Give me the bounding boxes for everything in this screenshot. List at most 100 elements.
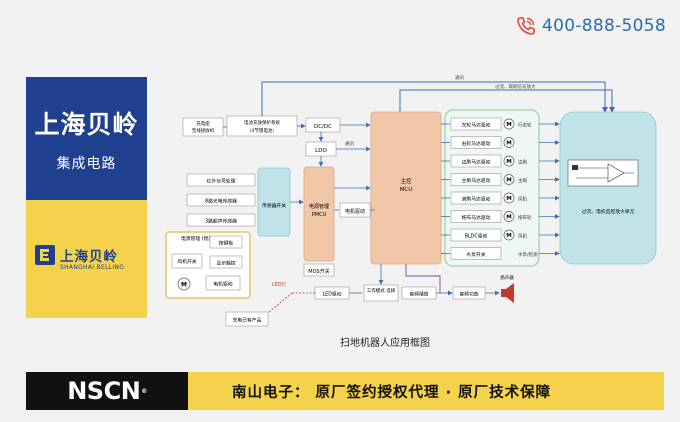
motor-symbol: M <box>506 141 511 147</box>
box-motor-driver <box>450 191 502 205</box>
motor-symbol: M <box>506 215 511 221</box>
label-motor-driver: BLDC驱动 <box>465 233 488 240</box>
label-motor-tag: 拖布轮 <box>518 214 532 221</box>
motor-icon <box>503 211 515 222</box>
motor-symbol: M <box>506 178 511 184</box>
label-motor-tag: 风机 <box>518 196 527 203</box>
label-motor-driver: 边刷马达驱动 <box>462 159 491 166</box>
label-pmcu: PMCU <box>312 212 327 218</box>
box-display <box>209 255 243 269</box>
brand-panel: 上海贝岭 集成电路 <box>26 77 147 200</box>
label-motor-tag: 水泵/检测 <box>518 251 538 258</box>
label-motor-driver: 主刷马达驱动 <box>462 177 491 184</box>
nscn-logo: NSCN® <box>26 372 188 410</box>
label-power-mgmt: 电源管理 <box>309 203 329 210</box>
label-sensor-ultra: 3路超声传感器 <box>205 218 237 225</box>
phone-contact[interactable]: 400-888-5058 <box>516 16 666 36</box>
label-mcu-main: 主控 <box>400 177 412 185</box>
diagram-caption: 扫地机器人应用框图 <box>340 338 430 349</box>
label-battery-detect: 充电已有产品 <box>233 317 262 324</box>
motor-fan-icon <box>177 277 191 291</box>
label-sensor-hub: 传感器开关 <box>262 202 286 209</box>
label-mcu-sub: MCU <box>400 187 413 193</box>
logo-text-cn: 上海贝岭 <box>60 249 118 265</box>
box-mos <box>303 263 335 277</box>
brand-logo-panel: 上海贝岭 SHANGHAI BELLING <box>26 200 147 318</box>
box-motor-driver <box>450 154 502 168</box>
label-comm: 通讯 <box>345 140 354 147</box>
label-display: 显示触控 <box>216 260 235 267</box>
label-battery-protect: 电池充放保护系统 <box>244 119 280 126</box>
box-sensor-ultra <box>186 213 256 227</box>
motor-icon <box>503 118 515 130</box>
label-right-amp: 过流、电机监控放大单元 <box>582 208 635 215</box>
label-battery-sub: （4节锂电池） <box>247 127 277 134</box>
box-work-mode <box>363 284 399 302</box>
footer-banner: NSCN® 南山电子： 原厂签约授权代理 · 原厂技术保障 <box>26 372 664 410</box>
label-motor-tag: 边刷 <box>518 159 527 166</box>
speaker-icon <box>501 283 514 303</box>
box-battery-detect <box>225 311 269 327</box>
nscn-reg-mark: ® <box>141 387 147 395</box>
label-fan-module: 风机开关 <box>177 258 196 265</box>
motor-icon <box>503 174 515 185</box>
label-mos: MOS开关 <box>308 268 329 275</box>
label-led-drive: LED驱动 <box>323 291 342 298</box>
box-motor-driver <box>450 173 502 186</box>
label-sensor-photo: 8路光电传感器 <box>205 198 237 205</box>
label-charge-sub: 无线接收机 <box>192 127 215 134</box>
brand-subtitle: 集成电路 <box>56 156 117 172</box>
label-ldo: LDO <box>315 148 327 154</box>
label-motor-driver: 水泵开关 <box>466 251 485 258</box>
label-top-comm: 通讯 <box>455 74 464 81</box>
box-button <box>209 235 243 249</box>
label-motor-tag: 行走轮 <box>518 122 532 129</box>
label-speaker: 扬声器 <box>500 274 514 281</box>
label-button: 按键板 <box>219 240 234 247</box>
motor-symbol: M <box>506 122 511 128</box>
box-motor-driver <box>450 117 502 131</box>
logo-text-en: SHANGHAI BELLING <box>60 264 125 271</box>
label-motor-driver: 拖布马达驱动 <box>462 214 491 221</box>
box-pmcu <box>303 166 335 262</box>
motor-symbol: M <box>506 196 511 202</box>
motor-symbol: M <box>506 233 511 239</box>
box-motor-driver <box>450 228 502 242</box>
label-motor-ctrl: 电机驱动 <box>345 208 365 215</box>
footer-slogan: 南山电子： 原厂签约授权代理 · 原厂技术保障 <box>188 372 664 410</box>
box-motor-small <box>205 275 241 291</box>
motor-icon <box>503 155 515 167</box>
label-top-feedback: 过流、碳刷信号放大 <box>495 83 536 90</box>
label-control-panel: 电源管理 (稳压/恒流) <box>181 235 226 242</box>
box-fan-module <box>171 253 203 269</box>
box-sensor-hub <box>257 167 291 237</box>
belling-logo-icon <box>35 245 55 265</box>
motor-icon <box>503 229 515 241</box>
label-motor-driver: 滚刷马达驱动 <box>462 196 491 203</box>
motor-icon <box>503 192 515 204</box>
label-motor-tag: 主刷 <box>518 177 527 184</box>
box-right-amp <box>559 111 657 265</box>
belling-logo: 上海贝岭 <box>34 244 118 266</box>
box-motor-group <box>444 109 540 267</box>
box-motor-driver <box>450 136 502 149</box>
motor-fan-symbol: M <box>181 282 187 289</box>
phone-number[interactable]: 400-888-5058 <box>541 16 666 36</box>
label-dcdc: DC/DC <box>314 124 332 130</box>
label-work-mode: 工作模式 选择 <box>367 287 396 294</box>
box-sensor-photo <box>186 193 256 207</box>
box-motor-driver <box>450 210 502 223</box>
phone-icon <box>517 17 535 35</box>
label-sensor-ir: 红外信号处理 <box>207 178 236 185</box>
nscn-logo-text: NSCN <box>67 377 141 405</box>
label-motor-driver: 右轮马达驱动 <box>462 140 491 147</box>
label-motor-tag: 风机 <box>518 233 527 240</box>
box-sensor-ir <box>186 173 256 187</box>
box-motor-driver <box>450 247 502 260</box>
label-motor-driver: 左轮马达驱动 <box>462 122 491 129</box>
motor-icon <box>503 137 515 148</box>
label-led-lamp: LED灯 <box>272 281 286 288</box>
label-motor-small: 电机驱动 <box>213 281 232 288</box>
